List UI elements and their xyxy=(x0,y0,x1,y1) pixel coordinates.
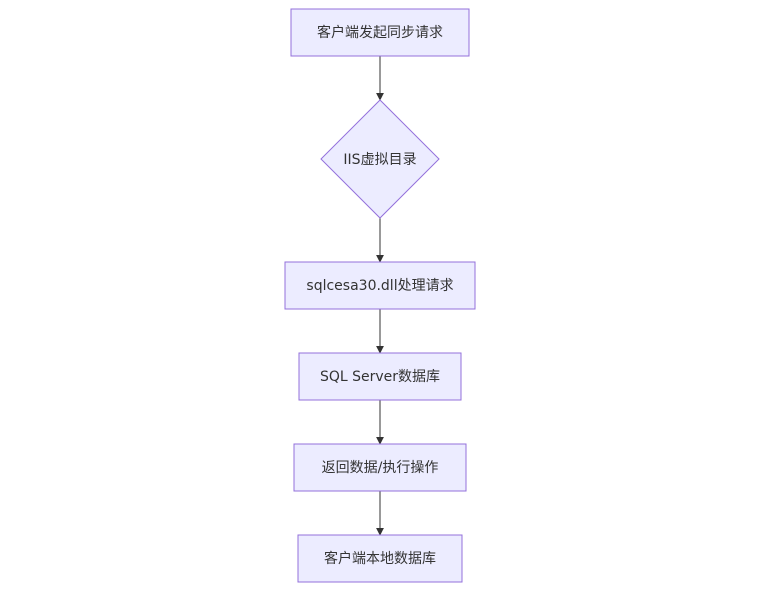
node-iis-virtual-dir: IIS虚拟目录 xyxy=(320,99,440,219)
node-sql-server-db-box xyxy=(298,352,462,401)
node-iis-virtual-dir-label: IIS虚拟目录 xyxy=(343,152,416,168)
node-return-data-box xyxy=(293,443,467,492)
node-client-local-db-label: 客户端本地数据库 xyxy=(324,550,436,567)
node-client-local-db: 客户端本地数据库 xyxy=(297,534,463,583)
node-client-local-db-box xyxy=(297,534,463,583)
node-iis-virtual-dir-diamond xyxy=(320,99,440,219)
node-return-data: 返回数据/执行操作 xyxy=(293,443,467,492)
node-client-request-box xyxy=(290,8,470,57)
node-sqlcesa30-handler-label: sqlcesa30.dll处理请求 xyxy=(306,278,453,294)
node-sql-server-db-label: SQL Server数据库 xyxy=(320,369,440,385)
node-sqlcesa30-handler-box xyxy=(284,261,476,310)
node-client-request: 客户端发起同步请求 xyxy=(290,8,470,57)
node-sql-server-db: SQL Server数据库 xyxy=(298,352,462,401)
node-sqlcesa30-handler: sqlcesa30.dll处理请求 xyxy=(284,261,476,310)
node-client-request-label: 客户端发起同步请求 xyxy=(317,24,443,41)
node-return-data-label: 返回数据/执行操作 xyxy=(322,460,439,476)
